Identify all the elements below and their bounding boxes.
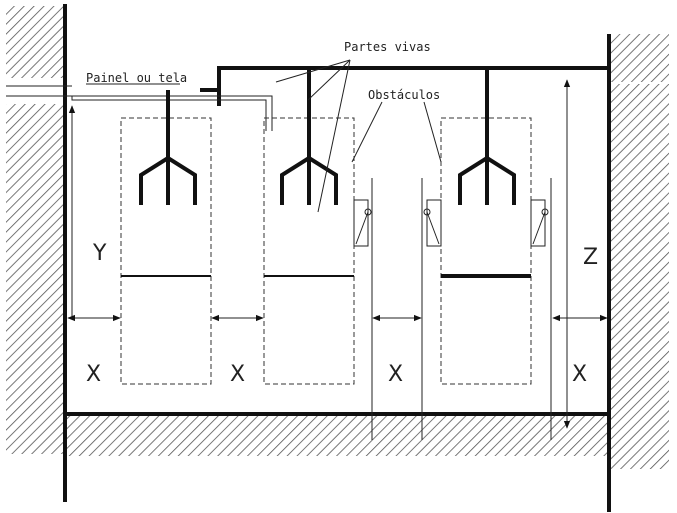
right-wall-lower [611,84,669,469]
left-wall-lower [6,104,64,454]
dimensions [67,79,608,429]
panel-outline [71,95,273,131]
live-part-3 [458,68,516,205]
live-part-1 [139,90,197,205]
obstacles [353,178,552,440]
x-label-2: X [230,362,245,387]
live-parts-label: Partes vivas [344,40,431,54]
room-boundary [6,4,611,512]
obstacles-label: Obstáculos [368,88,440,102]
panel-label: Painel ou tela [86,71,187,85]
x-label-1: X [86,362,101,387]
x-label-3: X [388,362,403,387]
leaders [86,59,442,213]
x-label-4: X [572,362,587,387]
live-part-2 [280,68,338,205]
floor [65,414,610,456]
walls [6,6,669,469]
right-wall-upper [611,34,669,82]
y-label: Y [92,241,107,266]
z-label: Z [583,245,598,270]
left-wall-upper [6,6,64,78]
